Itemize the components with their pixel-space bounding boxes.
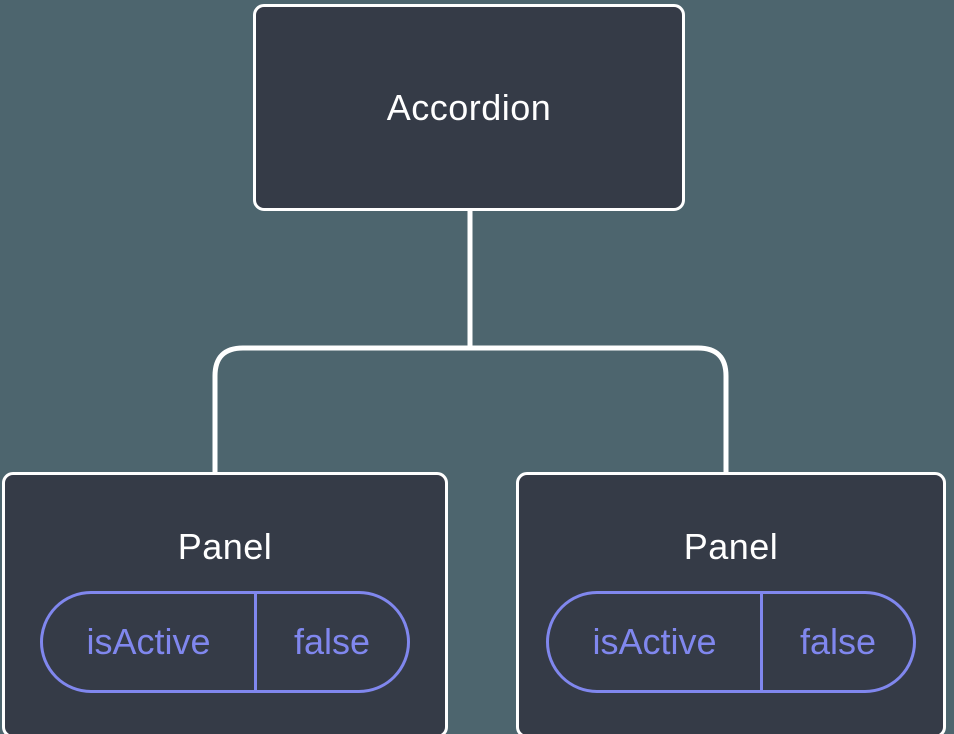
state-key: isActive: [43, 594, 257, 690]
node-panel-right: Panel isActive false: [516, 472, 946, 734]
state-pill: isActive false: [546, 591, 916, 693]
state-pill: isActive false: [40, 591, 410, 693]
node-accordion-label: Accordion: [386, 86, 552, 128]
state-key: isActive: [549, 594, 763, 690]
connector-branch-bracket: [212, 345, 729, 476]
node-panel-left: Panel isActive false: [2, 472, 448, 734]
node-accordion: Accordion: [253, 4, 685, 211]
node-panel-left-label: Panel: [177, 526, 273, 567]
state-value: false: [293, 621, 371, 662]
node-panel-right-label: Panel: [683, 526, 779, 567]
state-value: false: [799, 621, 877, 662]
